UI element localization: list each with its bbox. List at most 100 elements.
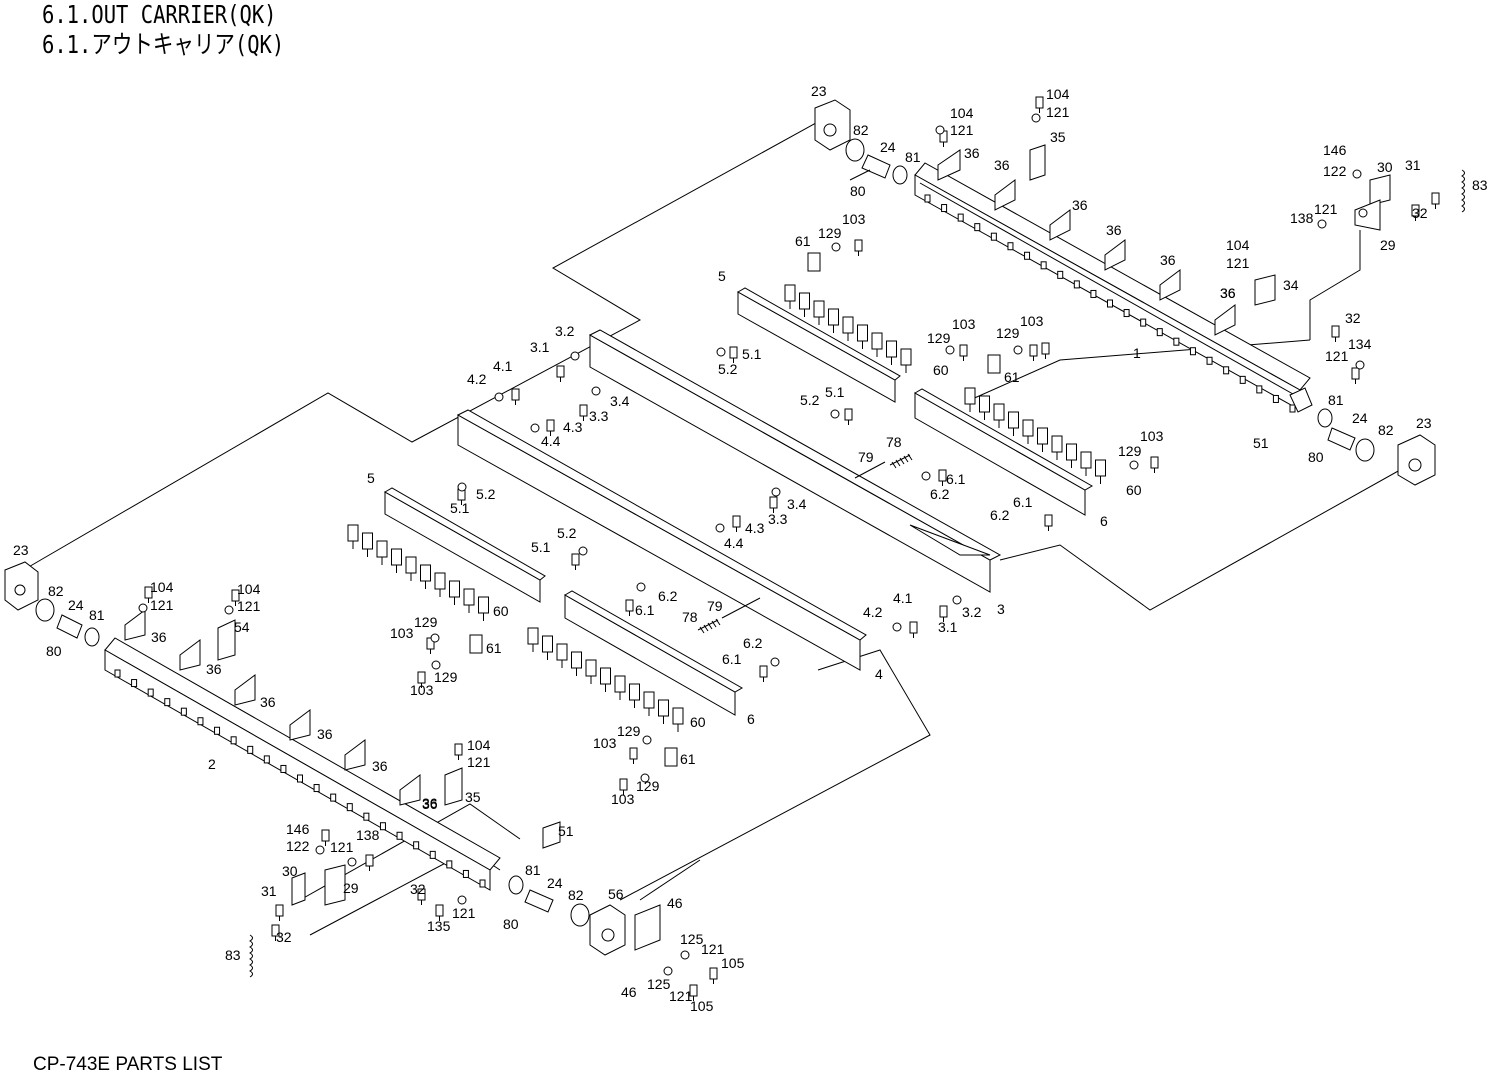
- part-label: 78: [682, 609, 698, 625]
- part-label: 6.2: [658, 588, 678, 604]
- part-label: 24: [547, 875, 563, 891]
- part-label: 122: [1323, 163, 1347, 179]
- part-label: 81: [525, 862, 541, 878]
- part-label: 36: [372, 758, 388, 774]
- part-label: 121: [669, 988, 693, 1004]
- part-label: 60: [493, 603, 509, 619]
- upper-chain-block-6: [913, 388, 1094, 516]
- upper-carrier-rail: [914, 162, 1311, 413]
- part-label: 36: [1072, 197, 1088, 213]
- part-label: 104: [150, 579, 174, 595]
- part-label: 103: [390, 625, 414, 641]
- part-label: 36: [151, 629, 167, 645]
- part-label: 82: [1378, 422, 1394, 438]
- part-label: 3.3: [589, 408, 609, 424]
- part-label: 103: [952, 316, 976, 332]
- part-label: 23: [13, 542, 29, 558]
- part-number-labels: 2382248180104121361041213536363636361461…: [13, 83, 1488, 1014]
- part-label: 32: [410, 881, 426, 897]
- part-label: 104: [950, 105, 974, 121]
- part-label: 104: [467, 737, 491, 753]
- part-label: 4.3: [563, 419, 583, 435]
- part-label: 5.2: [476, 486, 496, 502]
- upper-chain-block-5: [736, 287, 901, 403]
- lower-middle-plate: [456, 409, 867, 671]
- part-label: 36: [422, 795, 438, 811]
- part-label: 6.1: [946, 471, 966, 487]
- part-label: 121: [1046, 104, 1070, 120]
- part-label: 81: [1328, 392, 1344, 408]
- part-label: 23: [811, 83, 827, 99]
- part-label: 34: [1283, 277, 1299, 293]
- part-label: 104: [1046, 86, 1070, 102]
- part-label: 31: [261, 883, 277, 899]
- part-label: 4.4: [724, 535, 744, 551]
- part-label: 3.2: [555, 323, 575, 339]
- part-label: 60: [933, 362, 949, 378]
- part-label: 56: [608, 886, 624, 902]
- part-label: 35: [465, 789, 481, 805]
- part-label: 129: [434, 669, 458, 685]
- part-label: 3.1: [938, 619, 958, 635]
- fasteners: [138, 96, 1440, 1001]
- part-label: 35: [1050, 129, 1066, 145]
- spring-83-lower: [249, 934, 253, 978]
- part-label: 103: [410, 682, 434, 698]
- part-label: 6.1: [722, 651, 742, 667]
- part-label: 29: [343, 880, 359, 896]
- part-label: 4.3: [745, 520, 765, 536]
- part-label: 3.4: [610, 393, 630, 409]
- part-label: 81: [89, 607, 105, 623]
- page-title-english: 6.1.OUT CARRIER(QK): [42, 0, 277, 29]
- part-label: 138: [356, 827, 380, 843]
- part-label: 36: [1220, 285, 1236, 301]
- part-label: 122: [286, 838, 310, 854]
- part-label: 5.1: [825, 384, 845, 400]
- part-label: 121: [330, 839, 354, 855]
- part-label: 3.1: [530, 339, 550, 355]
- part-label: 61: [1004, 369, 1020, 385]
- upper-right-end-block: [1289, 387, 1436, 486]
- part-label: 32: [1412, 205, 1428, 221]
- part-label: 3: [997, 601, 1005, 617]
- part-label: 32: [1345, 310, 1361, 326]
- spring-78-upper: [854, 453, 913, 479]
- part-label: 83: [225, 947, 241, 963]
- part-label: 4.2: [467, 371, 487, 387]
- part-label: 138: [1290, 210, 1314, 226]
- part-label: 6.1: [1013, 494, 1033, 510]
- part-label: 105: [690, 998, 714, 1014]
- upper-left-end-block: [814, 99, 908, 185]
- part-label: 4.2: [863, 604, 883, 620]
- part-label: 5.2: [718, 361, 738, 377]
- part-label: 129: [996, 325, 1020, 341]
- part-label: 121: [1314, 201, 1338, 217]
- part-label: 36: [422, 796, 438, 812]
- spring-83-upper: [1461, 169, 1465, 213]
- part-label: 30: [282, 863, 298, 879]
- part-label: 36: [1220, 285, 1236, 301]
- part-label: 36: [317, 726, 333, 742]
- part-label: 61: [680, 751, 696, 767]
- part-label: 134: [1348, 336, 1372, 352]
- part-label: 121: [950, 122, 974, 138]
- part-label: 23: [1416, 415, 1432, 431]
- part-label: 125: [647, 976, 671, 992]
- part-label: 135: [427, 918, 451, 934]
- part-label: 36: [1106, 222, 1122, 238]
- part-label: 61: [486, 640, 502, 656]
- part-label: 5.2: [557, 525, 577, 541]
- part-label: 5: [367, 470, 375, 486]
- part-label: 125: [680, 931, 704, 947]
- part-label: 24: [68, 597, 84, 613]
- part-label: 36: [1160, 252, 1176, 268]
- upper-brackets: [937, 144, 1391, 336]
- part-label: 6: [747, 711, 755, 727]
- part-label: 80: [1308, 449, 1324, 465]
- part-label: 104: [237, 581, 261, 597]
- part-label: 82: [568, 887, 584, 903]
- part-label: 129: [617, 723, 641, 739]
- part-label: 83: [1472, 177, 1488, 193]
- part-label: 104: [1226, 237, 1250, 253]
- part-label: 61: [795, 233, 811, 249]
